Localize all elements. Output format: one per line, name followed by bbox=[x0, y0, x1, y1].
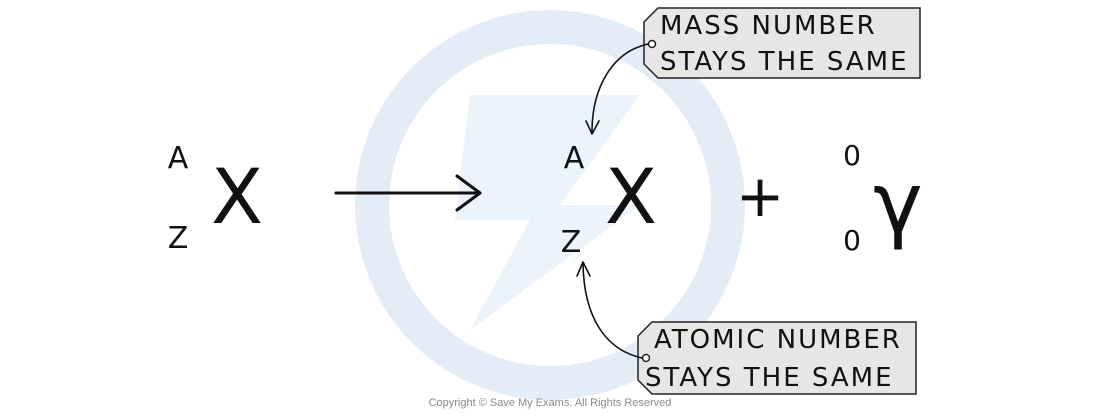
gamma-symbol: γ bbox=[873, 154, 923, 252]
mass-tag-line2: STAYS THE SAME bbox=[660, 47, 909, 77]
gamma-ray: 0 0 γ bbox=[843, 139, 923, 257]
atomic-tag-line1: ATOMIC NUMBER bbox=[654, 325, 902, 355]
product-nucleus: A Z X bbox=[561, 141, 657, 260]
mass-tag-line1: MASS NUMBER bbox=[660, 11, 877, 41]
watermark-logo bbox=[355, 10, 745, 400]
mass-number-tag: MASS NUMBER STAYS THE SAME bbox=[643, 7, 921, 79]
gamma-atomic-number: 0 bbox=[843, 224, 861, 257]
reactant-symbol: X bbox=[211, 152, 263, 241]
curved-arrow-icon bbox=[576, 261, 643, 359]
copyright-notice: Copyright © Save My Exams. All Rights Re… bbox=[428, 397, 672, 409]
gamma-mass-number: 0 bbox=[843, 139, 861, 172]
product-symbol: X bbox=[605, 152, 657, 241]
plus-sign: + bbox=[736, 162, 785, 230]
curved-arrow-icon bbox=[585, 43, 649, 135]
atomic-tag-line2: STAYS THE SAME bbox=[645, 363, 894, 393]
right-arrow-icon bbox=[334, 174, 482, 212]
reactant-atomic-number: Z bbox=[168, 221, 189, 256]
reactant-nucleus: A Z X bbox=[168, 141, 263, 256]
product-atomic-number: Z bbox=[561, 225, 582, 260]
product-mass-number: A bbox=[564, 141, 585, 176]
reactant-mass-number: A bbox=[168, 141, 189, 176]
atomic-number-tag: ATOMIC NUMBER STAYS THE SAME bbox=[637, 321, 917, 395]
